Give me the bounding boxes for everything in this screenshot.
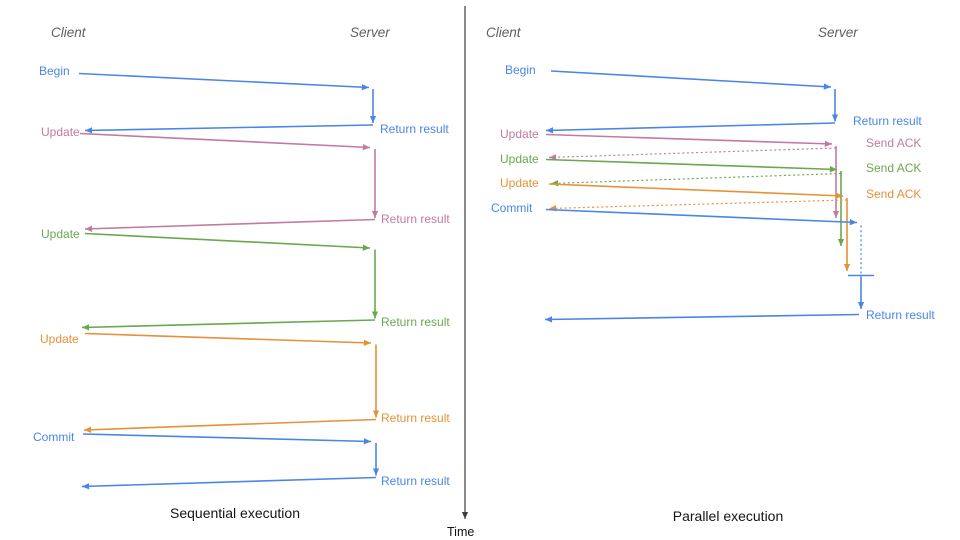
left-update3-response-label: Return result xyxy=(381,410,450,425)
left-update3-return-line xyxy=(83,418,377,433)
left-update1-return-line xyxy=(84,218,376,232)
right-begin-label: Begin xyxy=(505,62,536,77)
left-client-header: Client xyxy=(51,25,86,40)
left-begin-response-label: Return result xyxy=(380,121,449,136)
right-begin-return-line xyxy=(545,122,836,134)
left-begin-request-line xyxy=(78,72,370,91)
right-begin-response-label: Return result xyxy=(853,114,922,128)
right-begin-request-line xyxy=(550,70,832,90)
left-update2-return-line xyxy=(81,319,376,331)
left-update2-label: Update xyxy=(41,226,80,241)
left-panel-caption: Sequential execution xyxy=(170,504,300,521)
right-update2-ack-label: Send ACK xyxy=(866,161,922,175)
right-update2-request-line xyxy=(545,158,838,173)
left-update3-label: Update xyxy=(40,331,79,346)
right-update3-ack-label: Send ACK xyxy=(866,186,922,201)
right-update1-request-line xyxy=(545,133,833,147)
left-commit-label: Commit xyxy=(33,429,75,444)
left-begin-label: Begin xyxy=(39,64,70,78)
left-commit-return-line xyxy=(81,476,377,490)
left-commit-response-label: Return result xyxy=(381,473,450,488)
left-update1-label: Update xyxy=(41,125,80,139)
right-update1-label: Update xyxy=(500,126,539,141)
left-update3-request-line xyxy=(84,332,372,346)
time-axis-label: Time xyxy=(447,525,475,539)
left-commit-request-line xyxy=(82,433,372,445)
right-commit-label: Commit xyxy=(491,200,533,215)
right-commit-return-line xyxy=(544,313,860,323)
right-commit-response-label: Return result xyxy=(866,308,935,322)
right-update2-label: Update xyxy=(500,151,539,166)
right-server-header: Server xyxy=(818,25,858,40)
right-update3-label: Update xyxy=(500,175,539,190)
left-update2-request-line xyxy=(84,232,371,251)
right-panel-caption: Parallel execution xyxy=(672,507,784,524)
right-update3-request-line xyxy=(548,183,844,199)
right-update1-ack-label: Send ACK xyxy=(866,136,922,150)
right-update2-ack-line xyxy=(550,172,842,187)
right-update3-ack-line xyxy=(548,199,848,212)
right-commit-request-line xyxy=(545,208,858,226)
left-update1-response-label: Return result xyxy=(381,211,450,226)
left-update1-request-line xyxy=(79,132,371,151)
right-update1-ack-line xyxy=(548,147,837,161)
left-begin-return-line xyxy=(84,124,374,134)
left-update2-response-label: Return result xyxy=(381,315,450,329)
left-server-header: Server xyxy=(350,25,390,40)
right-client-header: Client xyxy=(486,25,521,40)
